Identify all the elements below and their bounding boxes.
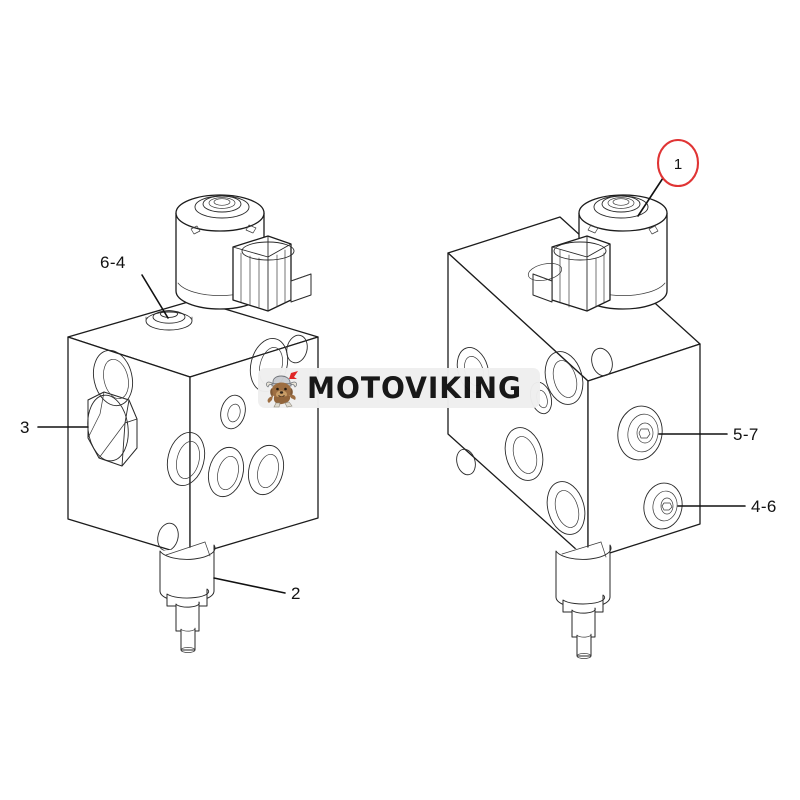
assembly-right bbox=[447, 194, 701, 659]
callout-4-6-label: 4-6 bbox=[751, 497, 777, 516]
callout-5-7[interactable]: 5-7 bbox=[658, 425, 759, 444]
callout-1-leader bbox=[637, 177, 664, 217]
front-port-3-right bbox=[504, 427, 544, 481]
callout-1-label: 1 bbox=[674, 156, 682, 173]
front-port-2-left bbox=[166, 431, 206, 487]
front-port-small-left bbox=[220, 394, 246, 430]
front-hole-top-left bbox=[286, 334, 308, 364]
callout-6-4-leader bbox=[141, 274, 169, 319]
front-port-4-right bbox=[546, 481, 586, 535]
coil-connector-left bbox=[232, 235, 312, 312]
callout-6-4[interactable]: 6-4 bbox=[100, 253, 169, 319]
callout-3[interactable]: 3 bbox=[20, 418, 89, 437]
callout-2[interactable]: 2 bbox=[213, 577, 301, 603]
callout-2-leader bbox=[213, 577, 286, 594]
coil-connector-right bbox=[527, 235, 611, 312]
front-port-3-left bbox=[207, 446, 245, 498]
side-port-upper-right bbox=[617, 405, 663, 461]
hex-plug-left bbox=[87, 391, 138, 467]
callout-1[interactable]: 1 bbox=[637, 138, 700, 217]
bottom-cartridge-right bbox=[555, 541, 612, 659]
callout-1-highlight-ring bbox=[656, 138, 700, 188]
callout-3-label: 3 bbox=[20, 418, 30, 437]
front-port-4-left bbox=[247, 444, 285, 496]
side-port-lower-right bbox=[643, 482, 683, 530]
viking-dog-mascot-icon bbox=[261, 368, 305, 408]
top-face-plug-left bbox=[145, 310, 193, 331]
callout-6-4-label: 6-4 bbox=[100, 253, 126, 272]
left-face-port-left bbox=[92, 349, 134, 407]
callout-2-label: 2 bbox=[291, 584, 301, 603]
front-hole-left-right bbox=[456, 448, 476, 476]
callout-5-7-label: 5-7 bbox=[733, 425, 759, 444]
front-port-2-right bbox=[544, 351, 584, 405]
bottom-cartridge-left bbox=[159, 541, 216, 653]
watermark-banner: MOTOVIKING bbox=[258, 368, 540, 408]
front-hole-top-right bbox=[591, 347, 613, 377]
callout-4-6[interactable]: 4-6 bbox=[677, 497, 777, 516]
watermark-text: MOTOVIKING bbox=[307, 370, 523, 405]
